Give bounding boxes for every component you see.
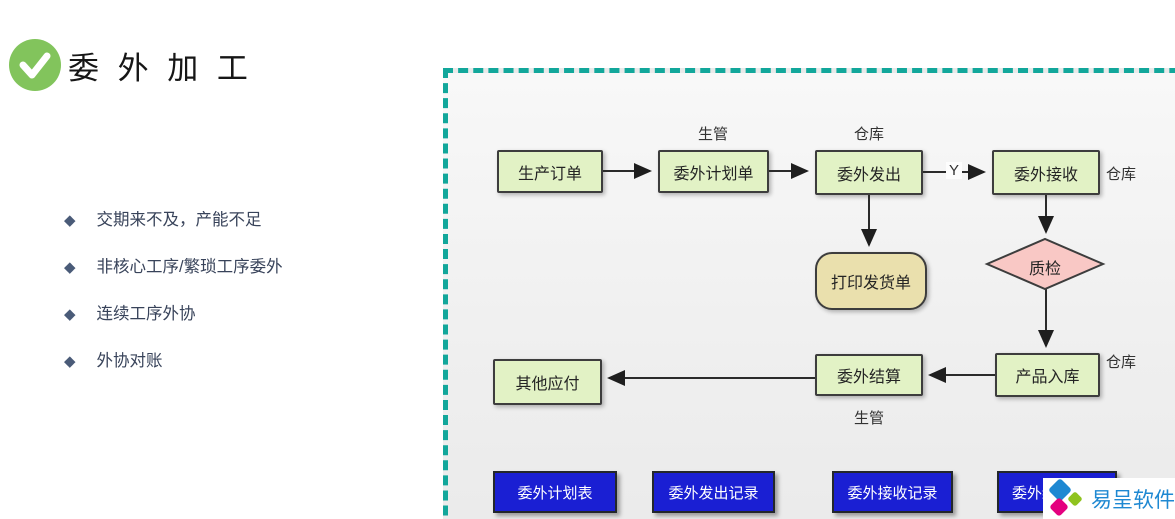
node-outsource-issue: 委外发出 xyxy=(815,150,923,195)
diamond-bullet-icon: ◆ xyxy=(64,259,76,276)
vendor-logo: 易呈软件 xyxy=(1043,478,1175,519)
diamond-bullet-icon: ◆ xyxy=(64,353,76,370)
bullet-text: 连续工序外协 xyxy=(96,305,196,323)
dept-label-inbound: 仓库 xyxy=(1106,354,1137,371)
bullet-list: ◆ 交期来不及，产能不足 ◆ 非核心工序/繁琐工序委外 ◆ 连续工序外协 ◆ 外… xyxy=(64,210,283,372)
bullet-item: ◆ 交期来不及，产能不足 xyxy=(64,210,283,231)
node-outsource-receive: 委外接收 xyxy=(992,150,1100,195)
node-quality-check-label: 质检 xyxy=(1028,261,1061,278)
node-outsource-settlement: 委外结算 xyxy=(815,354,923,396)
diamond-bullet-icon: ◆ xyxy=(64,306,76,323)
report-outsource-plan-table: 委外计划表 xyxy=(493,471,617,513)
branch-label-y: Y xyxy=(946,162,963,179)
node-other-payable: 其他应付 xyxy=(493,359,602,405)
report-outsource-issue-record: 委外发出记录 xyxy=(652,471,775,513)
node-product-inbound: 产品入库 xyxy=(995,353,1100,397)
page-title: 委 外 加 工 xyxy=(68,50,253,86)
bullet-item: ◆ 连续工序外协 xyxy=(64,304,283,325)
report-outsource-receive-record: 委外接收记录 xyxy=(832,471,953,513)
bullet-text: 非核心工序/繁琐工序委外 xyxy=(96,258,283,276)
check-circle-icon xyxy=(9,39,61,91)
dept-label-issue: 仓库 xyxy=(854,126,885,143)
bullet-item: ◆ 非核心工序/繁琐工序委外 xyxy=(64,257,283,278)
diamond-bullet-icon: ◆ xyxy=(64,212,76,229)
node-outsource-plan-order: 委外计划单 xyxy=(658,150,769,193)
bullet-item: ◆ 外协对账 xyxy=(64,351,283,372)
node-print-delivery-note: 打印发货单 xyxy=(815,252,927,310)
flowchart-panel xyxy=(443,68,1175,519)
vendor-logo-text: 易呈软件 xyxy=(1091,488,1175,512)
dept-label-plan: 生管 xyxy=(698,126,729,143)
node-production-order: 生产订单 xyxy=(497,150,603,193)
vendor-logo-icon xyxy=(1049,479,1082,516)
title-row: 委 外 加 工 xyxy=(8,38,253,92)
bullet-text: 交期来不及，产能不足 xyxy=(96,211,262,229)
bullet-text: 外协对账 xyxy=(96,352,163,370)
dept-label-settlement: 生管 xyxy=(854,410,885,427)
dept-label-receive: 仓库 xyxy=(1106,166,1137,183)
